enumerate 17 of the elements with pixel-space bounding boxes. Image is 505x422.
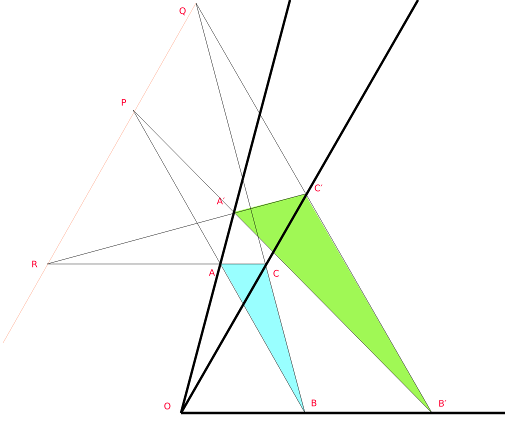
point-label: Q xyxy=(180,7,186,16)
point-label: C′ xyxy=(314,184,322,192)
ray xyxy=(181,412,505,414)
point-label: B xyxy=(312,400,316,406)
ray xyxy=(180,0,292,414)
line xyxy=(132,110,306,414)
line xyxy=(196,2,306,414)
point-label: A′ xyxy=(216,198,225,204)
line xyxy=(2,2,196,344)
line xyxy=(46,194,306,264)
point-label: R xyxy=(32,260,38,268)
point-label: C xyxy=(273,270,279,277)
point-label: O xyxy=(164,402,170,410)
point-label: A xyxy=(208,269,215,276)
line xyxy=(132,110,432,414)
point-label: B′ xyxy=(439,400,446,407)
point-label: P xyxy=(122,99,126,106)
